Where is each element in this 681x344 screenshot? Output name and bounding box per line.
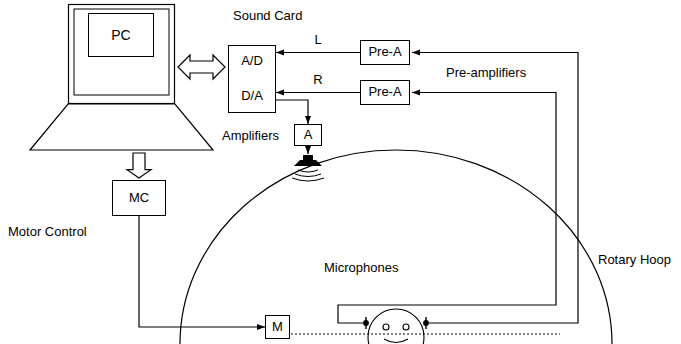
channel-label: L (312, 33, 323, 48)
component-label: Rotary Hoop (598, 253, 671, 268)
mic-wire (338, 93, 556, 324)
speaker-symbol (292, 155, 324, 181)
microphone-symbol (364, 317, 428, 329)
component-label: Motor Control (8, 225, 87, 240)
channel-label: R (311, 73, 324, 88)
mic-wire (412, 53, 578, 324)
signal-line (139, 216, 265, 327)
bus-arrow (178, 55, 225, 79)
node-text: M (272, 320, 283, 335)
head-figure (368, 309, 424, 344)
node-text: PC (88, 13, 154, 57)
sound-card-box: Sound CardA/DD/A (228, 45, 276, 113)
node-text: A (304, 128, 313, 143)
bus-arrow (127, 153, 151, 178)
component-label: Pre-amplifiers (446, 66, 526, 81)
component-label: Microphones (324, 261, 398, 276)
motor-control-box: MC (112, 180, 166, 216)
preamp-box: Pre-A (360, 40, 410, 65)
node-text: Pre-A (368, 45, 401, 60)
node-text: D/A (241, 89, 263, 104)
signal-line (276, 100, 308, 124)
component-heading: Sound Card (233, 9, 302, 24)
motor-box: M (265, 315, 290, 339)
node-text: A/D (241, 54, 263, 69)
node-text: Pre-A (368, 85, 401, 100)
amplifier-box: A (294, 124, 322, 146)
rotary-hoop (180, 150, 612, 344)
signal-line (276, 92, 360, 93)
speaker-wire (307, 147, 308, 154)
pc-monitor: PC (68, 4, 175, 104)
node-text: MC (129, 191, 149, 206)
signal-line (276, 52, 360, 53)
preamp-box: Pre-A (360, 80, 410, 105)
rotation-axis (291, 334, 560, 335)
component-label: Amplifiers (222, 129, 279, 144)
